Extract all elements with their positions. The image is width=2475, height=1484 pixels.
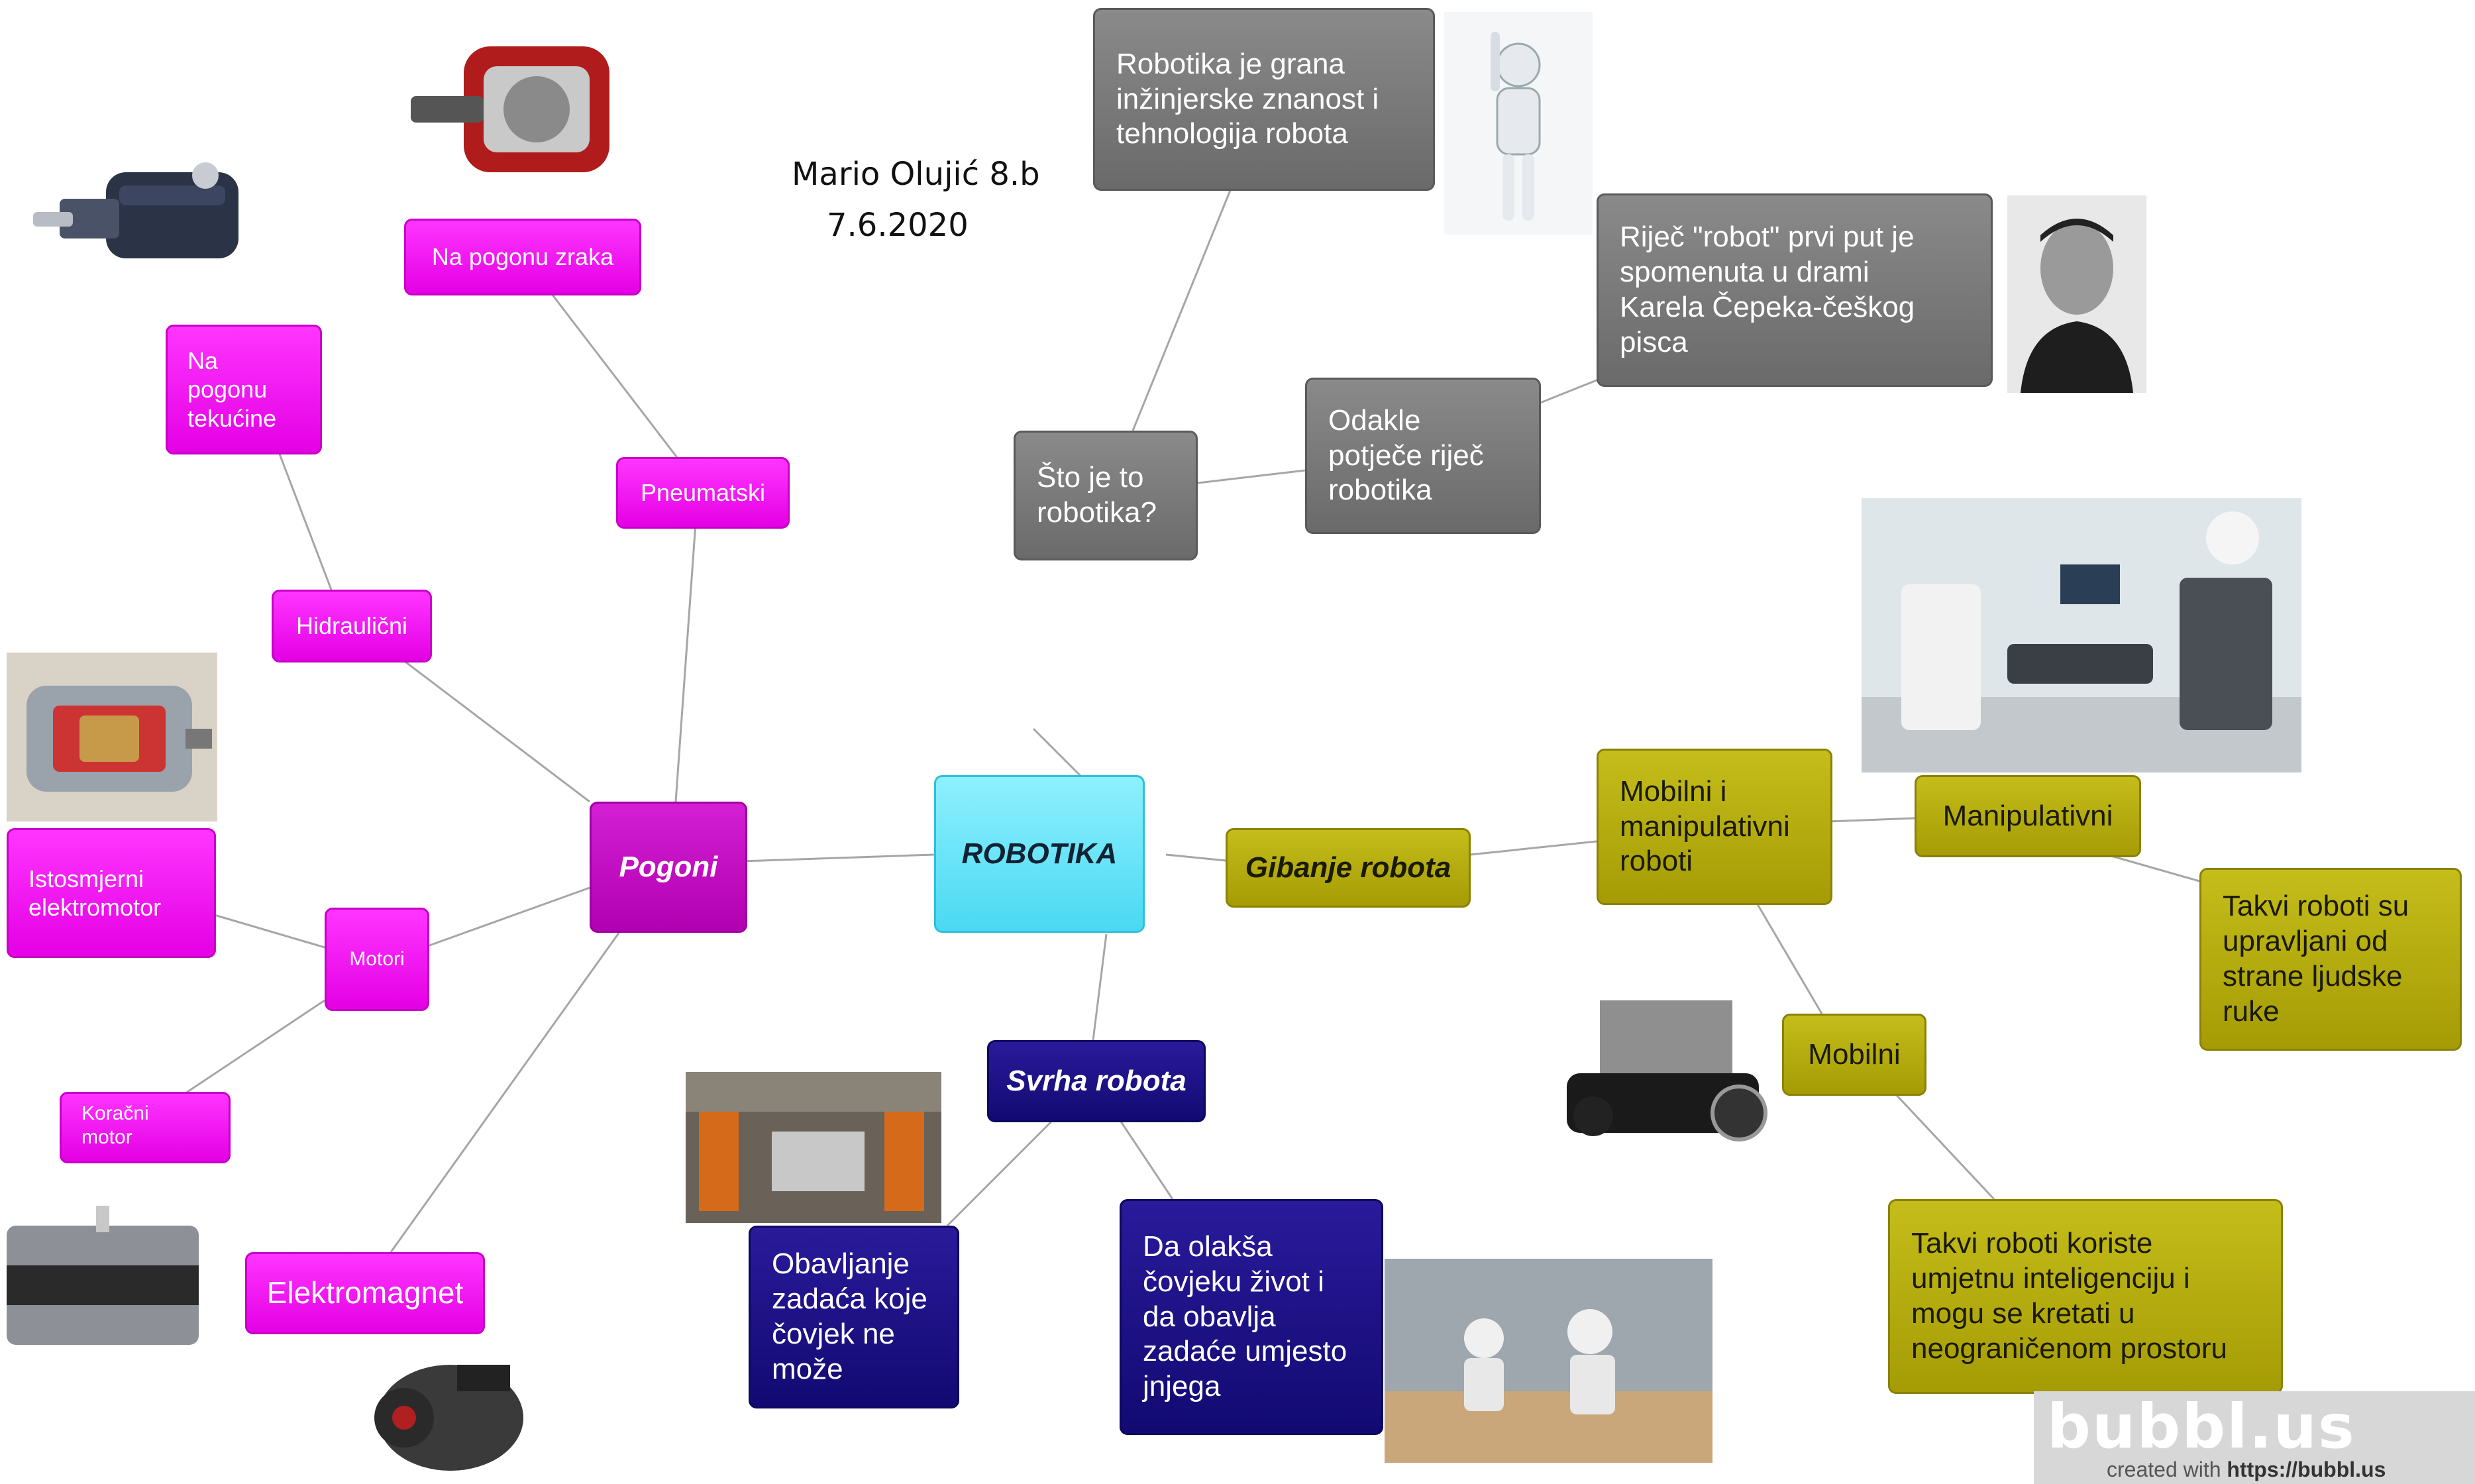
robots-working-photo bbox=[1385, 1259, 1712, 1463]
humanoid-robot-photo bbox=[1444, 12, 1593, 235]
link-manipulativni-takvi bbox=[2106, 853, 2200, 882]
link-svrha-olaksa bbox=[1118, 1119, 1174, 1200]
node-motori[interactable]: Motori bbox=[325, 908, 429, 1011]
link-sto-grana bbox=[1132, 185, 1234, 431]
link-motori-koracni bbox=[185, 999, 325, 1094]
dc-motor-photo bbox=[7, 653, 217, 822]
link-robotika-sto bbox=[1032, 727, 1088, 783]
node-hidraulicni[interactable]: Hidraulični bbox=[272, 590, 432, 662]
electric-motor-photo bbox=[358, 1352, 530, 1484]
author-name: Mario Olujić 8.b bbox=[792, 156, 1040, 193]
pneumatic-motor-photo bbox=[404, 26, 636, 192]
stepper-motor-photo bbox=[0, 1206, 205, 1358]
bubbl-logo: bubbl.us bbox=[2047, 1391, 2356, 1462]
node-manipulativni[interactable]: Manipulativni bbox=[1915, 775, 2141, 857]
hydraulic-motor-photo bbox=[33, 146, 258, 292]
link-odakle-rijec bbox=[1536, 376, 1604, 405]
node-na-pogonu-zraka[interactable]: Na pogonu zraka bbox=[404, 219, 641, 295]
node-gibanje[interactable]: Gibanje robota bbox=[1226, 828, 1471, 908]
node-pogoni[interactable]: Pogoni bbox=[590, 802, 747, 933]
node-na-pogonu-tekucine[interactable]: Na pogonu tekućine bbox=[166, 325, 322, 454]
link-robotika-pogoni bbox=[741, 853, 935, 863]
link-mobmanip-manipulativni bbox=[1828, 817, 1915, 823]
node-svrha[interactable]: Svrha robota bbox=[987, 1040, 1206, 1122]
link-pogoni-elektromagnet bbox=[390, 927, 624, 1253]
node-rijec-robot[interactable]: Riječ "robot" prvi put je spomenuta u dr… bbox=[1597, 193, 1993, 387]
node-robotika[interactable]: ROBOTIKA bbox=[934, 775, 1145, 933]
node-obavljanje[interactable]: Obavljanje zadaća koje čovjek ne može bbox=[749, 1226, 959, 1408]
node-sto-je-robotika[interactable]: Što je to robotika? bbox=[1014, 431, 1198, 560]
link-motori-istosmjerni bbox=[211, 913, 325, 949]
mobile-robot-photo bbox=[1547, 974, 1779, 1154]
bubbl-url[interactable]: https://bubbl.us bbox=[2227, 1458, 2386, 1481]
link-pogoni-pneumatski bbox=[674, 523, 697, 802]
karel-capek-portrait bbox=[2007, 195, 2146, 393]
link-robotika-gibanje bbox=[1165, 853, 1233, 863]
node-mob-manip[interactable]: Mobilni i manipulativni roboti bbox=[1597, 749, 1832, 905]
node-da-olaksa[interactable]: Da olakša čovjeku život i da obavlja zad… bbox=[1120, 1199, 1383, 1435]
link-mobmanip-mobilni bbox=[1754, 900, 1823, 1014]
node-mobilni[interactable]: Mobilni bbox=[1782, 1014, 1926, 1096]
node-pneumatski[interactable]: Pneumatski bbox=[616, 457, 790, 529]
link-mobilni-takvi bbox=[1893, 1092, 1995, 1200]
bubbl-branding[interactable]: bubbl.us created with https://bubbl.us bbox=[2034, 1391, 2475, 1484]
link-gibanje-mobmanip bbox=[1470, 840, 1597, 856]
link-pogoni-motori bbox=[423, 886, 590, 949]
node-istosmjerni[interactable]: Istosmjerni elektromotor bbox=[7, 828, 216, 958]
link-hidraulicni-tekucine bbox=[277, 450, 333, 590]
node-koracni[interactable]: Koračni motor bbox=[60, 1092, 231, 1163]
node-takvi-ai[interactable]: Takvi roboti koriste umjetnu inteligenci… bbox=[1888, 1199, 2283, 1394]
node-odakle[interactable]: Odakle potječe riječ robotika bbox=[1305, 378, 1541, 534]
created-with-text: created with bbox=[2107, 1458, 2221, 1481]
link-svrha-obavljanje bbox=[946, 1118, 1055, 1227]
car-factory-photo bbox=[686, 1072, 941, 1223]
node-robotika-je-grana[interactable]: Robotika je grana inžinjerske znanost i … bbox=[1093, 8, 1435, 191]
surgical-robot-photo bbox=[1862, 498, 2301, 772]
link-sto-odakle bbox=[1192, 469, 1306, 485]
author-date: 7.6.2020 bbox=[827, 207, 969, 244]
node-elektromagnet[interactable]: Elektromagnet bbox=[245, 1252, 485, 1334]
link-robotika-svrha bbox=[1092, 933, 1108, 1041]
node-takvi-ljudske[interactable]: Takvi roboti su upravljani od strane lju… bbox=[2199, 868, 2462, 1051]
link-pogoni-hidraulicni bbox=[397, 655, 590, 803]
